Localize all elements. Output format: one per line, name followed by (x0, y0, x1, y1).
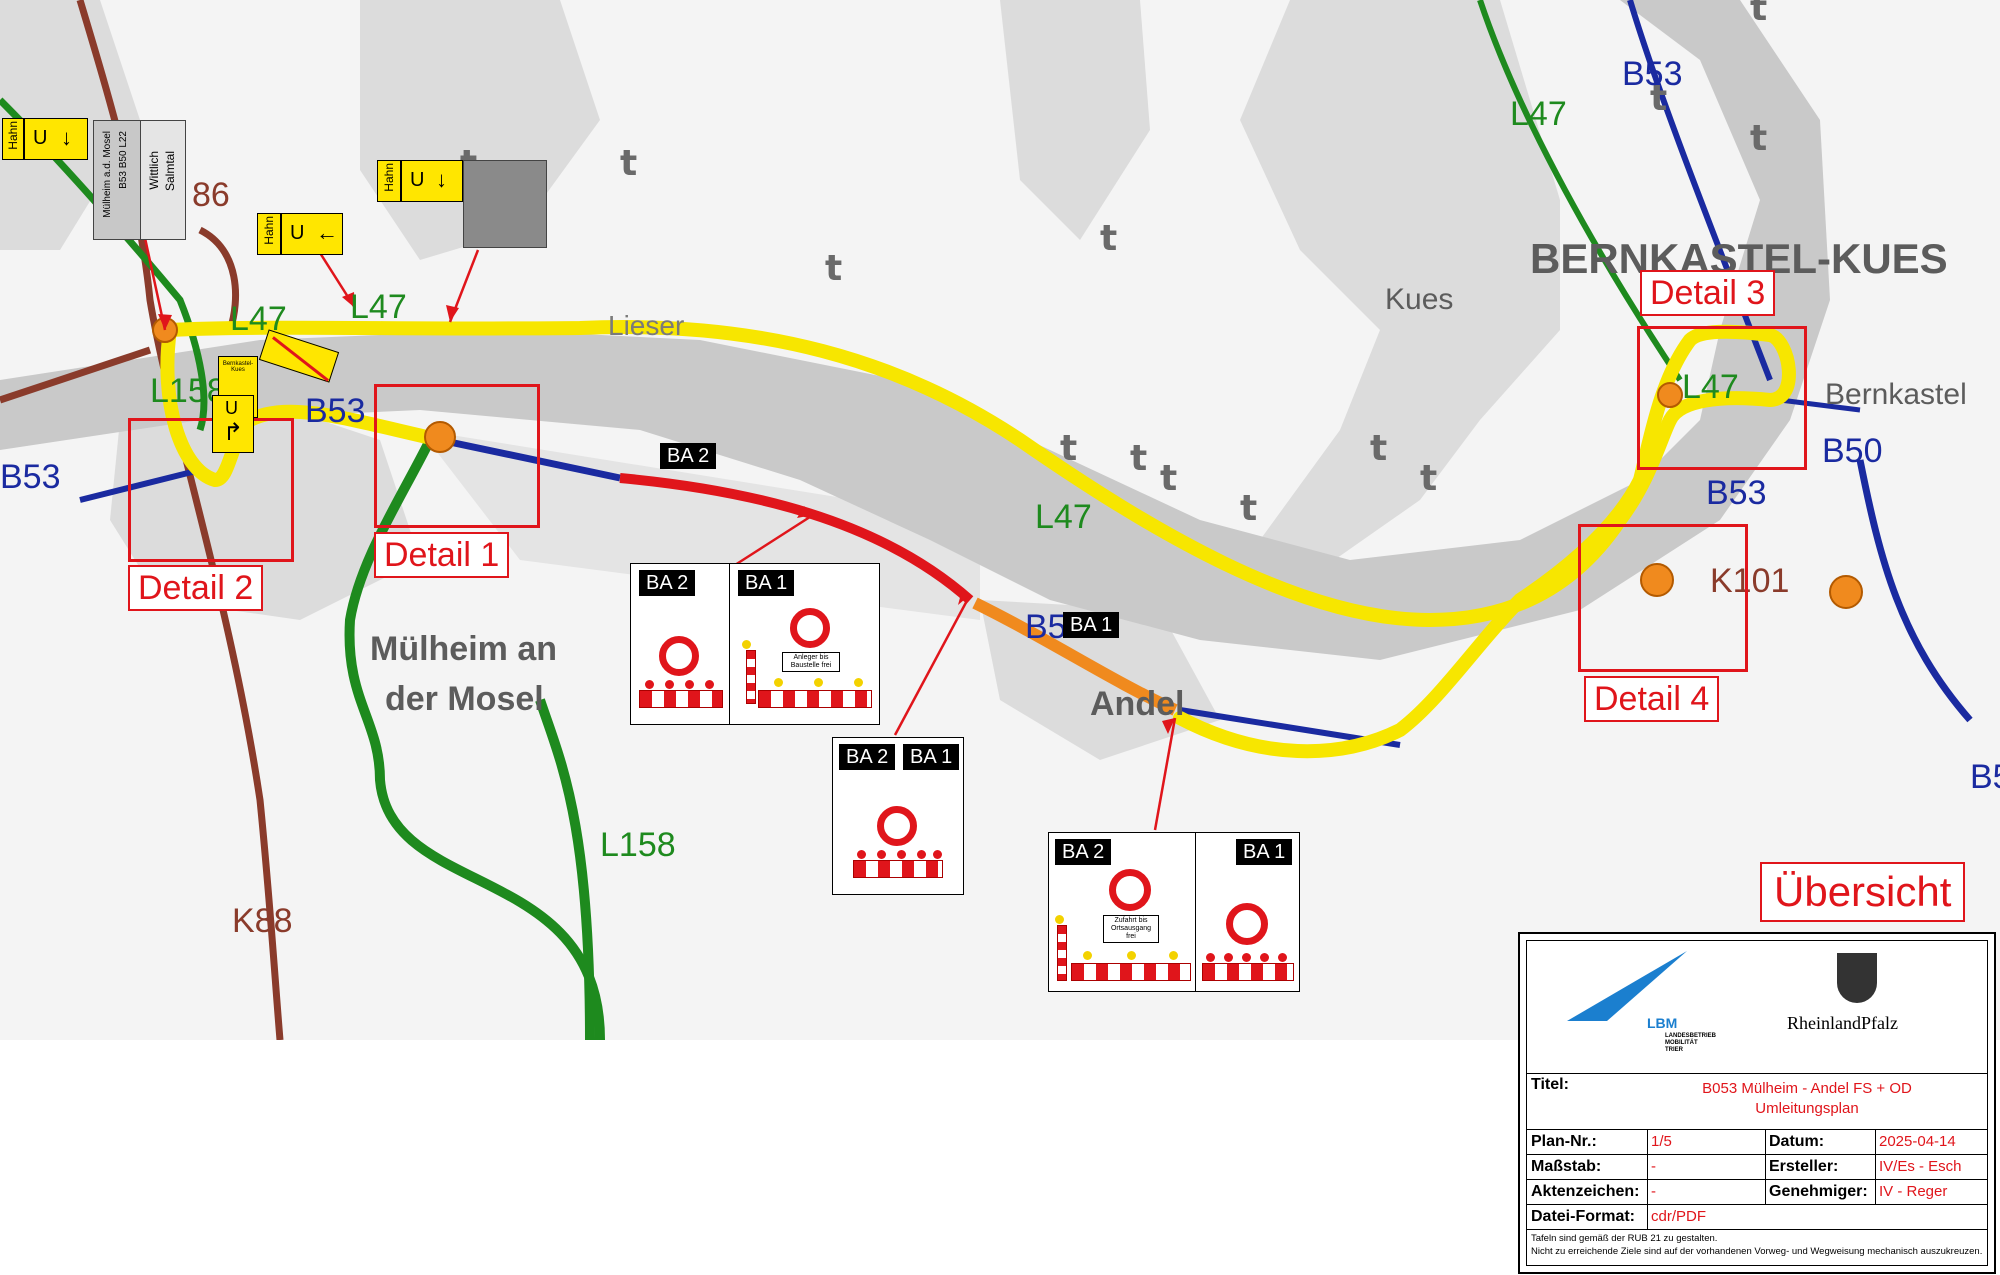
detail-3-label[interactable]: Detail 3 (1640, 270, 1776, 316)
road-label-k101: K101 (1710, 562, 1790, 600)
closure-panel-3: BA 2 Zufahrt bis Ortsausgang frei BA 1 (1048, 832, 1300, 992)
place-lieser: Lieser (608, 310, 685, 341)
svg-text:t: t (1750, 0, 1767, 29)
road-label-b50: B50 (1822, 432, 1883, 470)
direction-sign-muelheim: Mülheim a.d. Mosel B53 B50 L22 (93, 120, 141, 240)
map-area[interactable]: t t t t t t t t t t t t t BERNKASTEL-KUE… (0, 0, 2000, 1040)
ba2-tag: BA 2 (1055, 839, 1112, 865)
hahn-sign-2: Hahn (257, 213, 281, 255)
place-muelheim-line2: der Mosel (385, 680, 544, 718)
svg-text:t: t (1370, 428, 1387, 469)
barrier-icon (853, 860, 943, 878)
road-label-k86: 86 (192, 176, 230, 214)
no-entry-sign-icon (659, 636, 699, 676)
hahn-sign-3: Hahn (377, 160, 401, 202)
no-entry-sign-icon (877, 806, 917, 846)
warning-post-icon (746, 650, 756, 704)
closure-panel-1: BA 2 BA 1 Anleger bis Baustelle frei (630, 563, 880, 725)
svg-text:t: t (620, 143, 637, 184)
barrier-icon (1202, 963, 1294, 981)
u-detour-sign-3: U ↓ (401, 160, 463, 202)
road-label-l47-mid: L47 (1035, 498, 1092, 536)
arrow-down-icon: ↓ (436, 167, 447, 192)
coat-of-arms-icon (1837, 953, 1877, 1003)
road-label-b53-right: B53 (1706, 474, 1767, 512)
no-entry-sign-icon (1109, 869, 1151, 911)
hahn-sign-1: Hahn (2, 118, 24, 160)
road-label-l47-top: L47 (1510, 95, 1567, 133)
u-detour-sign-2: U ← (281, 213, 343, 255)
ba2-map-tag: BA 2 (660, 443, 717, 469)
svg-text:t: t (1100, 218, 1117, 259)
svg-text:t: t (1130, 438, 1147, 479)
no-entry-sign-icon (790, 608, 830, 648)
road-label-b53-edge: B53 (0, 458, 61, 496)
svg-text:t: t (1060, 428, 1077, 469)
detail-3-frame[interactable] (1637, 326, 1807, 470)
svg-text:t: t (825, 248, 842, 289)
road-label-l158: L158 (600, 826, 676, 864)
place-kues: Kues (1385, 283, 1454, 316)
svg-text:t: t (1240, 488, 1257, 529)
overview-label: Übersicht (1760, 862, 1966, 922)
road-label-k88: K88 (232, 902, 293, 940)
ba2-tag: BA 2 (839, 744, 896, 770)
u-detour-sign-4: U ↱ (212, 395, 254, 453)
road-label-l47-left2: L47 (350, 288, 407, 326)
closure-ba1 (972, 597, 1178, 716)
svg-text:t: t (1750, 118, 1767, 159)
road-label-b53-andel: B5 (1025, 608, 1067, 646)
svg-text:t: t (1160, 458, 1177, 499)
no-entry-sign-icon (1226, 903, 1268, 945)
map-layer: t t t t t t t t t t t t t (0, 0, 1973, 1040)
arrow-down-icon: ↓ (61, 125, 72, 150)
svg-text:t: t (1420, 458, 1437, 499)
detail-1-label[interactable]: Detail 1 (374, 532, 510, 578)
rlp-logo: RheinlandPfalz (1787, 953, 1937, 1053)
u-detour-sign-1: U ↓ (24, 118, 88, 160)
barrier-icon (639, 690, 723, 708)
road-label-b53-left: B53 (305, 392, 366, 430)
svg-text:t: t (1650, 78, 1667, 119)
ba1-tag: BA 1 (738, 570, 795, 596)
warning-post-icon (1057, 925, 1067, 981)
ba1-tag: BA 1 (1236, 839, 1293, 865)
arrow-left-icon: ← (316, 220, 338, 245)
barrier-icon (758, 690, 872, 708)
road-label-l47-detail3: L47 (1682, 368, 1739, 406)
lbm-logo: LBM LANDESBETRIEB MOBILITÄT TRIER (1567, 951, 1737, 1053)
detail-4-frame[interactable] (1578, 524, 1748, 672)
ba1-tag: BA 1 (903, 744, 960, 770)
river-mosel (0, 0, 1830, 660)
arrow-turn-right-icon: ↱ (223, 419, 244, 446)
ba2-tag: BA 2 (639, 570, 696, 596)
ba1-map-tag: BA 1 (1063, 612, 1120, 638)
direction-sign-wittlich: Wittlich Salmtal (140, 120, 186, 240)
detail-2-frame[interactable] (128, 418, 294, 562)
place-muelheim-line1: Mülheim an (370, 630, 558, 668)
access-note: Zufahrt bis Ortsausgang frei (1103, 915, 1159, 943)
road-label-b53-top: B53 (1622, 55, 1683, 93)
direction-sign-grey (463, 160, 547, 248)
title-block: LBM LANDESBETRIEB MOBILITÄT TRIER Rheinl… (1518, 932, 1996, 1274)
place-bernkastel: Bernkastel (1825, 378, 1967, 411)
detail-4-label[interactable]: Detail 4 (1584, 676, 1720, 722)
road-label-b5-edge: B5 (1970, 758, 2000, 796)
closure-panel-2: BA 2 BA 1 (832, 737, 964, 895)
barrier-icon (1071, 963, 1191, 981)
detail-1-frame[interactable] (374, 384, 540, 528)
place-andel: Andel (1090, 685, 1185, 723)
access-note: Anleger bis Baustelle frei (782, 652, 840, 672)
detail-2-label[interactable]: Detail 2 (128, 565, 264, 611)
